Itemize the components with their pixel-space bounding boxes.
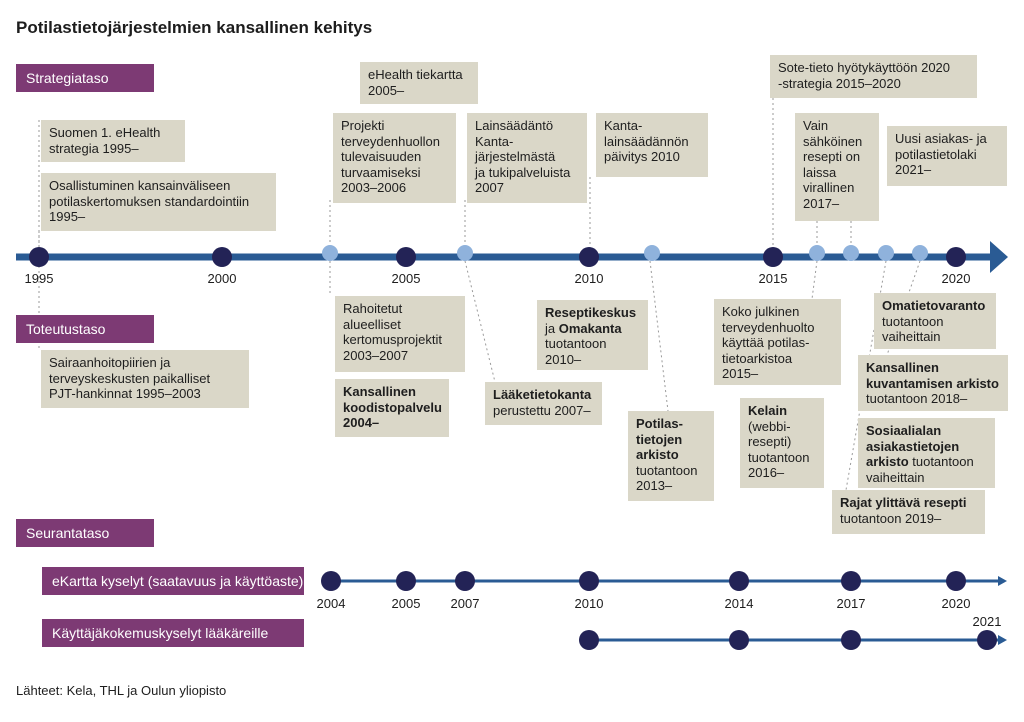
section-monitoring: Seurantataso — [16, 519, 154, 547]
ekartta-survey-dot — [396, 571, 416, 591]
implementation-box: Reseptikeskus ja Omakanta tuotantoon 201… — [537, 300, 648, 370]
implementation-box-bold: Rajat ylittävä resepti — [840, 495, 967, 510]
implementation-box-text: tuotantoon 2018– — [866, 391, 968, 406]
ekartta-survey-dot — [729, 571, 749, 591]
implementation-box-text: tuotantoon 2019– — [840, 510, 942, 526]
timeline-year-dot — [212, 247, 232, 267]
ekartta-survey-dot — [455, 571, 475, 591]
implementation-box-bold: Sosiaalialan asiakastietojen arkisto — [866, 423, 960, 469]
implementation-box: Sairaanhoitopiirien ja terveyskeskusten … — [41, 350, 249, 408]
main-timeline-arrowhead — [990, 241, 1008, 273]
ekartta-survey-dot — [579, 571, 599, 591]
timeline-event-dot — [878, 245, 894, 261]
ekartta-survey-dot — [946, 571, 966, 591]
implementation-box: Potilas- tietojen arkisto tuotantoon 201… — [628, 411, 714, 501]
timeline-year-dot — [396, 247, 416, 267]
doctor-survey-dot — [841, 630, 861, 650]
implementation-box-bold: Lääketietokanta — [493, 387, 592, 402]
page-title: Potilastietojärjestelmien kansallinen ke… — [16, 18, 373, 37]
ekartta-year-label: 2007 — [450, 596, 480, 611]
implementation-box: Kelain (webbi- resepti) tuotantoon 2016– — [740, 398, 824, 488]
implementation-box-bold: Kelain — [748, 403, 788, 418]
timeline-event-dot — [843, 245, 859, 261]
source-note: Lähteet: Kela, THL ja Oulun yliopisto — [16, 683, 227, 698]
strategy-box: Osallistuminen kansainväliseen potilaske… — [41, 173, 276, 231]
axis-label-2000: 2000 — [207, 271, 237, 286]
implementation-box-text: ja — [545, 320, 556, 336]
timeline-event-dot — [809, 245, 825, 261]
timeline-year-dot — [29, 247, 49, 267]
implementation-box-text: tuotantoon vaiheittain — [866, 454, 974, 485]
timeline-year-dot — [946, 247, 966, 267]
implementation-box: Omatietovaranto tuotantoon vaiheittain — [874, 293, 996, 349]
strategy-box: Uusi asiakas- ja potilastietolaki 2021– — [887, 126, 1007, 186]
strategy-box: Vain sähköinen resepti on laissa viralli… — [795, 113, 879, 221]
implementation-box-bold: Omakanta — [558, 320, 622, 336]
timeline-year-dot — [579, 247, 599, 267]
leader-line — [886, 260, 921, 356]
doctor-survey-dot — [579, 630, 599, 650]
ekartta-survey-dot — [321, 571, 341, 591]
ekartta-year-label: 2005 — [391, 596, 421, 611]
timeline-event-dot — [644, 245, 660, 261]
strategy-box: Suomen 1. eHealth strategia 1995– — [41, 120, 185, 162]
implementation-box-text: perustettu 2007– — [493, 402, 591, 418]
axis-label-1995: 1995 — [24, 271, 54, 286]
implementation-box: Koko julkinen terveydenhuolto käyttää po… — [714, 299, 841, 385]
ekartta-year-label: 2014 — [724, 596, 754, 611]
section-implementation: Toteutustaso — [16, 315, 154, 343]
doctor-year-label: 2021 — [972, 614, 1002, 629]
implementation-box: Sosiaalialan asiakastietojen arkisto tuo… — [858, 418, 995, 488]
strategy-box: Lainsäädäntö Kanta- järjestelmästä ja tu… — [467, 113, 587, 203]
implementation-box-bold: Reseptikeskus — [545, 305, 637, 320]
ekartta-survey-dot — [841, 571, 861, 591]
implementation-box: Kansallinen kuvantamisen arkisto tuotant… — [858, 355, 1008, 411]
strategy-box: eHealth tiekartta 2005– — [360, 62, 478, 104]
implementation-box: Rahoitetut alueelliset kertomusprojektit… — [335, 296, 465, 372]
implementation-box-text: tuotantoon 2013– — [636, 462, 698, 494]
doctor-survey-dot — [729, 630, 749, 650]
implementation-box-bold: Omatietovaranto — [882, 298, 986, 313]
leader-line — [649, 260, 669, 412]
doctor-survey-dot — [977, 630, 997, 650]
leader-line — [811, 260, 818, 300]
implementation-box-text: tuotantoon 2010– — [545, 336, 607, 367]
implementation-box: Rajat ylittävä resepti tuotantoon 2019– — [832, 490, 985, 534]
ekartta-arrowhead — [998, 576, 1007, 586]
strategy-box: Sote-tieto hyötykäyttöön 2020 -strategia… — [770, 55, 977, 98]
ekartta-survey-label: eKartta kyselyt (saatavuus ja käyttöaste… — [42, 567, 304, 595]
implementation-box-text: (webbi- resepti) tuotantoon 2016– — [748, 418, 810, 480]
axis-label-2005: 2005 — [391, 271, 421, 286]
axis-label-2010: 2010 — [574, 271, 604, 286]
axis-label-2020: 2020 — [941, 271, 971, 286]
ekartta-year-label: 2020 — [941, 596, 971, 611]
strategy-box: Projekti terveydenhuollon tulevaisuuden … — [333, 113, 456, 203]
doctor-survey-label: Käyttäjäkokemuskyselyt lääkäreille — [42, 619, 304, 647]
implementation-box-bold: Potilas- tietojen arkisto — [636, 416, 683, 462]
timeline-event-dot — [322, 245, 338, 261]
ekartta-year-label: 2017 — [836, 596, 866, 611]
timeline-event-dot — [457, 245, 473, 261]
implementation-box-bold: Kansallinen koodistopalvelu 2004– — [343, 384, 442, 430]
axis-label-2015: 2015 — [758, 271, 788, 286]
strategy-box: Kanta- lainsäädännön päivitys 2010 — [596, 113, 708, 177]
implementation-box: Kansallinen koodistopalvelu 2004– — [335, 379, 449, 437]
leader-line — [464, 260, 496, 383]
ekartta-year-label: 2004 — [316, 596, 346, 611]
timeline-event-dot — [912, 245, 928, 261]
implementation-box-text: tuotantoon vaiheittain — [882, 313, 944, 345]
implementation-box: Lääketietokanta perustettu 2007– — [485, 382, 602, 425]
ekartta-year-label: 2010 — [574, 596, 604, 611]
section-strategy: Strategiataso — [16, 64, 154, 92]
doctor-survey-arrowhead — [998, 635, 1007, 645]
implementation-box-bold: Kansallinen kuvantamisen arkisto — [866, 360, 999, 391]
timeline-year-dot — [763, 247, 783, 267]
